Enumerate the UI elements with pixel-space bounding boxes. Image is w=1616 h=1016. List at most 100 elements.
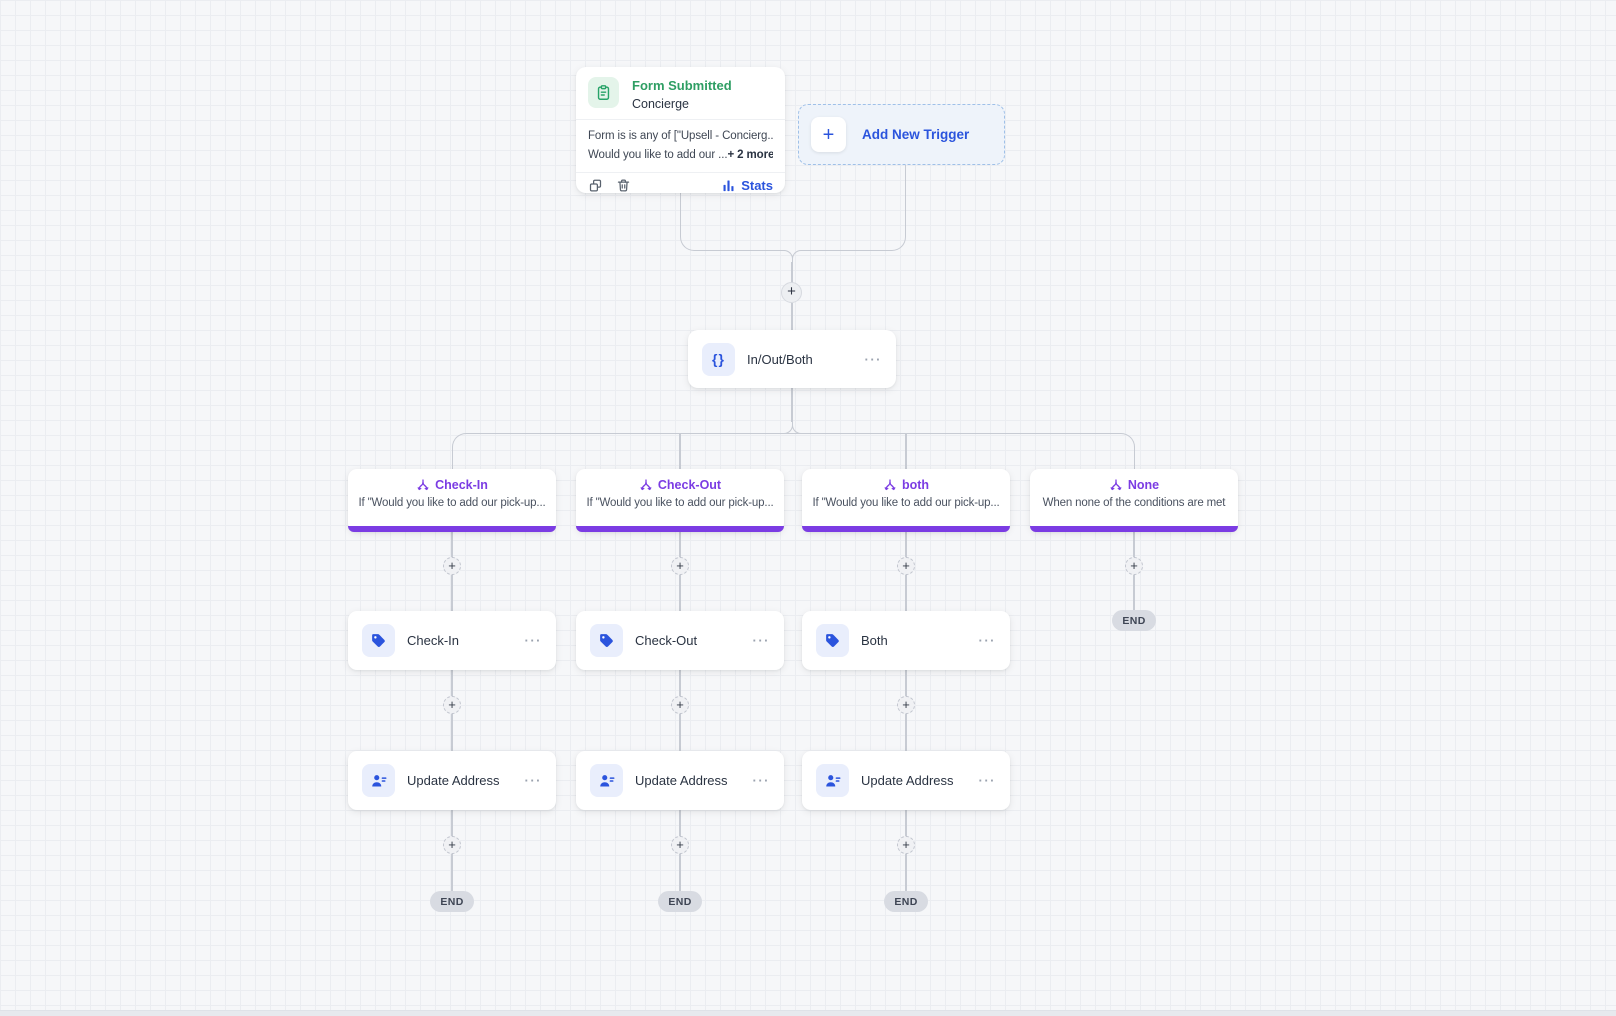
trigger-header: Form Submitted Concierge [576, 67, 785, 119]
branch-condition: If "Would you like to add our pick-up... [358, 497, 546, 509]
stats-button[interactable]: Stats [721, 178, 773, 193]
plus-icon: + [676, 558, 684, 573]
branch-card-check-in[interactable]: Check-In If "Would you like to add our p… [348, 469, 556, 532]
branch-accent-bar [802, 526, 1010, 532]
node-menu-button[interactable]: ··· [752, 773, 770, 788]
node-menu-button[interactable]: ··· [978, 633, 996, 648]
plus-icon: + [787, 283, 796, 300]
stats-label: Stats [741, 178, 773, 193]
copy-icon [589, 179, 602, 192]
split-branch-icon [640, 479, 652, 491]
add-action-button[interactable]: + [443, 696, 461, 714]
trigger-conditions: Form is is any of ["Upsell - Concierg...… [576, 119, 785, 172]
add-step-button[interactable]: + [781, 282, 802, 303]
tag-icon [816, 624, 849, 657]
add-action-button[interactable]: + [443, 836, 461, 854]
action-node-update-address[interactable]: Update Address ··· [348, 751, 556, 810]
plus-icon: + [448, 837, 456, 852]
connector-line [680, 193, 785, 251]
node-label: Both [861, 633, 888, 648]
plus-icon: + [902, 837, 910, 852]
node-label: Update Address [407, 773, 500, 788]
action-node-tag-both[interactable]: Both ··· [802, 611, 1010, 670]
end-marker: END [1112, 610, 1156, 631]
canvas-bottom-edge [0, 1010, 1616, 1016]
add-action-button[interactable]: + [897, 557, 915, 575]
connector-line [792, 250, 803, 263]
branch-card-none[interactable]: None When none of the conditions are met [1030, 469, 1238, 532]
node-menu-button[interactable]: ··· [524, 633, 542, 648]
branch-condition: When none of the conditions are met [1042, 497, 1226, 509]
branch-condition: If "Would you like to add our pick-up... [586, 497, 774, 509]
node-label: In/Out/Both [747, 351, 813, 367]
plus-icon: + [448, 558, 456, 573]
connector-line [452, 433, 792, 470]
plus-icon: + [448, 697, 456, 712]
branch-accent-bar [348, 526, 556, 532]
add-new-trigger-button[interactable]: + Add New Trigger [798, 104, 1005, 165]
trigger-card-form-submitted[interactable]: Form Submitted Concierge Form is is any … [576, 67, 785, 193]
branch-title: both [901, 478, 930, 492]
trigger-condition-line: Form is is any of ["Upsell - Concierg... [588, 130, 773, 142]
end-marker: END [658, 891, 702, 912]
trigger-condition-line: Would you like to add our ... [588, 149, 728, 161]
braces-icon: {} [702, 342, 735, 376]
node-label: Update Address [861, 773, 954, 788]
end-marker: END [430, 891, 474, 912]
node-label: Check-In [407, 633, 460, 648]
add-action-button[interactable]: + [897, 696, 915, 714]
connector-line [792, 433, 1135, 470]
contact-icon [816, 764, 849, 797]
split-branch-icon [884, 479, 896, 491]
add-action-button[interactable]: + [897, 836, 915, 854]
more-conditions-badge[interactable]: + 2 more [727, 149, 773, 161]
branch-card-both[interactable]: both If "Would you like to add our pick-… [802, 469, 1010, 532]
add-action-button[interactable]: + [671, 696, 689, 714]
branch-accent-bar [1030, 526, 1238, 532]
connector-line [791, 303, 793, 330]
trigger-footer: Stats [576, 172, 785, 198]
action-node-update-address[interactable]: Update Address ··· [802, 751, 1010, 810]
node-menu-button[interactable]: ··· [864, 351, 882, 367]
connector-line [791, 388, 793, 422]
add-action-button[interactable]: + [1125, 557, 1143, 575]
copy-button[interactable] [588, 178, 603, 193]
trigger-title: Form Submitted [632, 78, 732, 93]
connector-line [791, 262, 793, 283]
connector-line [801, 165, 906, 251]
branch-title: None [1127, 478, 1160, 492]
node-menu-button[interactable]: ··· [978, 773, 996, 788]
delete-button[interactable] [616, 178, 631, 193]
form-icon [588, 77, 619, 108]
node-menu-button[interactable]: ··· [752, 633, 770, 648]
branch-title: Check-In [435, 478, 488, 492]
node-menu-button[interactable]: ··· [524, 773, 542, 788]
tag-icon [590, 624, 623, 657]
bar-chart-icon [723, 180, 734, 192]
trigger-subtitle: Concierge [632, 97, 689, 111]
plus-icon: + [902, 558, 910, 573]
split-branch-icon [1110, 479, 1122, 491]
tag-icon [362, 624, 395, 657]
plus-icon: + [676, 837, 684, 852]
add-action-button[interactable]: + [671, 557, 689, 575]
add-action-button[interactable]: + [443, 557, 461, 575]
plus-icon: + [811, 117, 846, 152]
condition-node-in-out-both[interactable]: {} In/Out/Both ··· [688, 330, 896, 388]
contact-icon [362, 764, 395, 797]
action-node-tag-check-out[interactable]: Check-Out ··· [576, 611, 784, 670]
action-node-tag-check-in[interactable]: Check-In ··· [348, 611, 556, 670]
connector-line [679, 434, 681, 469]
add-action-button[interactable]: + [671, 836, 689, 854]
action-node-update-address[interactable]: Update Address ··· [576, 751, 784, 810]
node-label: Update Address [635, 773, 728, 788]
contact-icon [590, 764, 623, 797]
trash-icon [617, 179, 630, 192]
branch-accent-bar [576, 526, 784, 532]
plus-icon: + [902, 697, 910, 712]
node-label: Check-Out [635, 633, 698, 648]
plus-icon: + [1130, 558, 1138, 573]
branch-card-check-out[interactable]: Check-Out If "Would you like to add our … [576, 469, 784, 532]
split-branch-icon [417, 479, 429, 491]
